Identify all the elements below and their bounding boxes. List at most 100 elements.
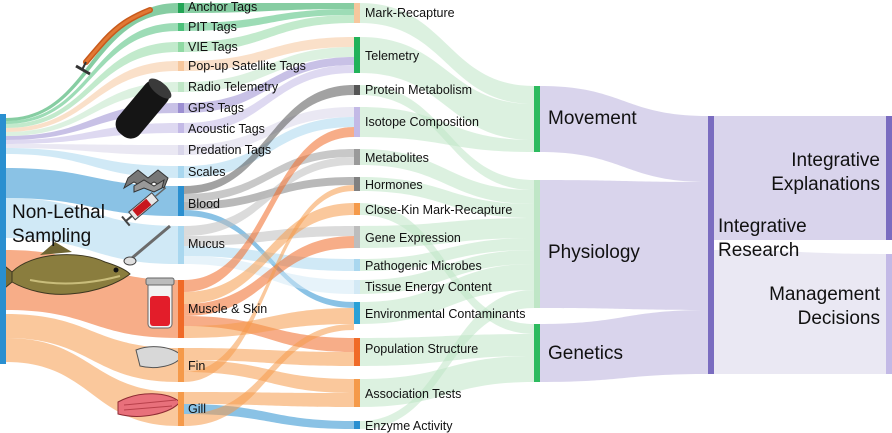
node-pit-tags — [178, 23, 184, 31]
label-environmental-contaminants: Environmental Contaminants — [365, 307, 526, 321]
flow-root-7 — [6, 144, 178, 155]
label-gill: Gill — [188, 402, 206, 416]
node-protein-metabolism — [354, 85, 360, 95]
flow-mid-24 — [184, 185, 354, 382]
syringe-icon — [121, 187, 167, 227]
label-pathogenic-microbes: Pathogenic Microbes — [365, 259, 482, 273]
label-predation-tags: Predation Tags — [188, 143, 271, 157]
label-enzyme-activity: Enzyme Activity — [365, 419, 453, 433]
label-movement: Movement — [548, 108, 637, 129]
label-management-decisions-line1: Management — [769, 284, 881, 305]
node-population-structure — [354, 338, 360, 366]
anchor-tag-icon — [75, 7, 153, 76]
node-radio-telemetry — [178, 82, 184, 92]
flow-mid-19 — [184, 236, 354, 316]
flow-root-2 — [6, 42, 178, 128]
flow-mid-17 — [184, 127, 354, 292]
flow-movement-research — [540, 86, 708, 182]
node-predation-tags — [178, 145, 184, 155]
node-hormones — [354, 177, 360, 191]
flow-mid-21 — [184, 308, 354, 338]
flow-bands — [6, 3, 886, 429]
node-integrative-explanations — [886, 116, 892, 240]
label-mark-recapture: Mark-Recapture — [365, 6, 455, 20]
label-popup-tags: Pop-up Satellite Tags — [188, 59, 306, 73]
label-management-decisions-line2: Decisions — [798, 308, 880, 329]
illustrations — [0, 7, 183, 417]
flow-mid-0 — [184, 3, 354, 13]
label-scales: Scales — [188, 165, 226, 179]
flow-field-12 — [360, 356, 534, 407]
label-gps-tags: GPS Tags — [188, 101, 244, 115]
flow-field-5 — [360, 177, 534, 218]
node-gps-tags — [178, 103, 184, 113]
root-label-line1: Non-Lethal — [12, 202, 105, 223]
node-popup-tags — [178, 61, 184, 71]
flow-field-2 — [360, 107, 534, 152]
label-muscle-skin: Muscle & Skin — [188, 302, 267, 316]
node-movement — [534, 86, 540, 152]
label-fin: Fin — [188, 359, 205, 373]
nodes — [0, 3, 892, 429]
flow-field-4 — [360, 149, 534, 204]
label-integrative-research-line1: Integrative — [718, 216, 807, 237]
node-scales — [178, 166, 184, 178]
flow-field-11 — [360, 334, 534, 366]
swab-icon — [123, 224, 171, 266]
node-close-kin — [354, 203, 360, 215]
flow-mid-7 — [184, 107, 354, 155]
flow-mid-10 — [184, 149, 354, 202]
flow-mid-5 — [184, 57, 354, 113]
flow-root-10 — [6, 198, 178, 264]
node-pathogenic-microbes — [354, 259, 360, 271]
node-gene-expression — [354, 226, 360, 248]
flow-root-1 — [6, 23, 178, 124]
label-protein-metabolism: Protein Metabolism — [365, 83, 472, 97]
labels: Non-Lethal Sampling Anchor Tags PIT Tags… — [12, 0, 881, 433]
label-integrative-research-line2: Research — [718, 240, 799, 261]
label-physiology: Physiology — [548, 242, 640, 263]
flow-field-10 — [360, 264, 534, 324]
label-pit-tags: PIT Tags — [188, 20, 237, 34]
flow-field-9 — [360, 250, 534, 294]
node-integrative-research — [708, 116, 714, 374]
scales-icon — [122, 169, 169, 193]
flow-root-3 — [6, 61, 178, 132]
node-management-decisions — [886, 254, 892, 374]
flow-research-explanations — [714, 116, 886, 240]
flow-field-1 — [360, 37, 534, 140]
label-tissue-energy: Tissue Energy Content — [365, 280, 492, 294]
flow-physiology-research — [540, 180, 708, 310]
flow-root-8 — [6, 148, 178, 178]
flow-mid-3 — [184, 37, 354, 71]
label-close-kin: Close-Kin Mark-Recapture — [365, 203, 512, 217]
label-acoustic-tags: Acoustic Tags — [188, 122, 265, 136]
flow-field-0 — [360, 3, 534, 104]
node-physiology — [534, 180, 540, 308]
label-radio-telemetry: Radio Telemetry — [188, 80, 279, 94]
node-blood — [178, 186, 184, 216]
node-association-tests — [354, 379, 360, 407]
acoustic-tag-icon — [115, 78, 172, 139]
flow-field-7 — [360, 218, 534, 248]
label-metabolites: Metabolites — [365, 151, 429, 165]
node-tissue-energy — [354, 280, 360, 294]
flow-mid-2 — [184, 15, 354, 52]
node-metabolites — [354, 149, 360, 165]
root-label-line2: Sampling — [12, 226, 91, 247]
label-mucus: Mucus — [188, 237, 225, 251]
node-environmental-contaminants — [354, 302, 360, 324]
flow-mid-25 — [184, 392, 354, 407]
flow-mid-4 — [184, 47, 354, 92]
label-anchor-tags: Anchor Tags — [188, 0, 257, 14]
flow-mid-14 — [184, 226, 354, 246]
flow-mid-6 — [184, 65, 354, 133]
label-association-tests: Association Tests — [365, 387, 461, 401]
node-genetics — [534, 324, 540, 382]
label-gene-expression: Gene Expression — [365, 231, 461, 245]
node-isotope-composition — [354, 107, 360, 137]
label-population-structure: Population Structure — [365, 342, 478, 356]
label-blood: Blood — [188, 197, 220, 211]
flow-root-0 — [6, 3, 178, 121]
